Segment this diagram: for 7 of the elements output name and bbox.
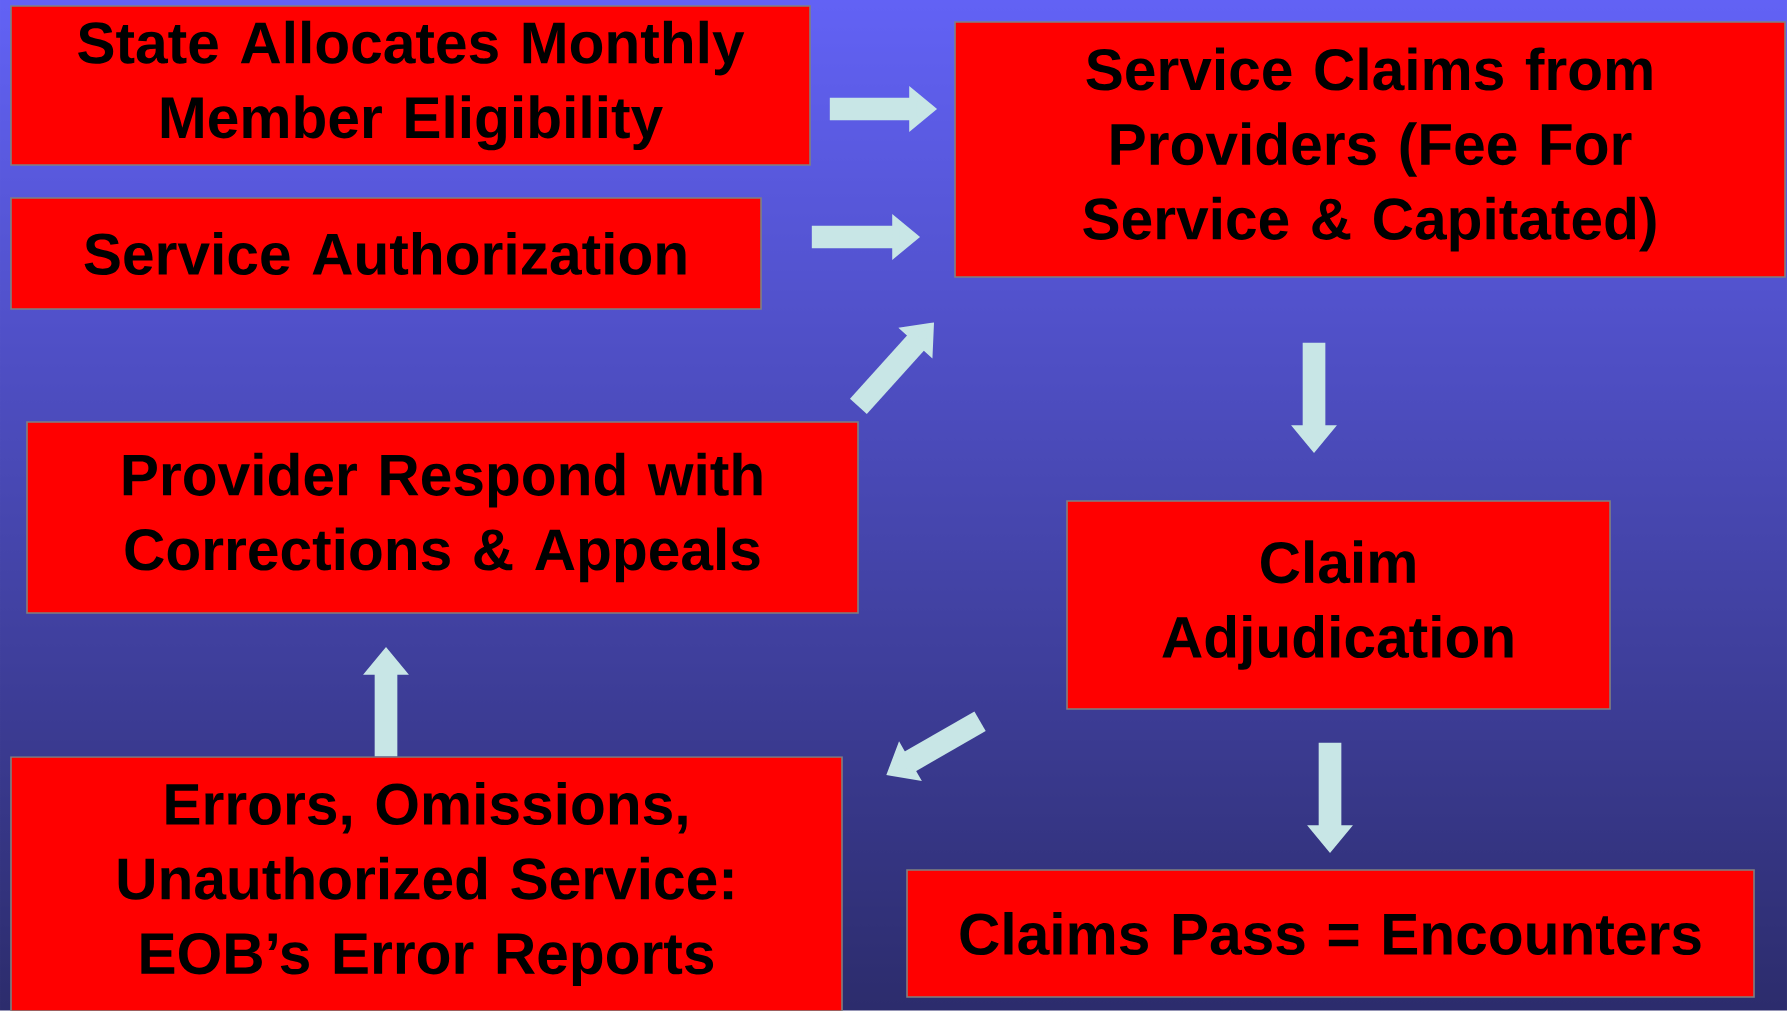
process-box: Service Claims from Providers (Fee For Service & Capitated) (954, 21, 1786, 278)
process-box: State Allocates Monthly Member Eligibility (10, 5, 811, 166)
process-box: Claims Pass = Encounters (906, 869, 1755, 998)
process-box: Provider Respond with Corrections & Appeals (26, 421, 859, 614)
process-box: Service Authorization (10, 197, 762, 310)
process-box: Errors, Omissions, Unauthorized Service: EOB’s Error Reports (10, 756, 843, 1011)
process-box: Claim Adjudication (1066, 500, 1611, 710)
